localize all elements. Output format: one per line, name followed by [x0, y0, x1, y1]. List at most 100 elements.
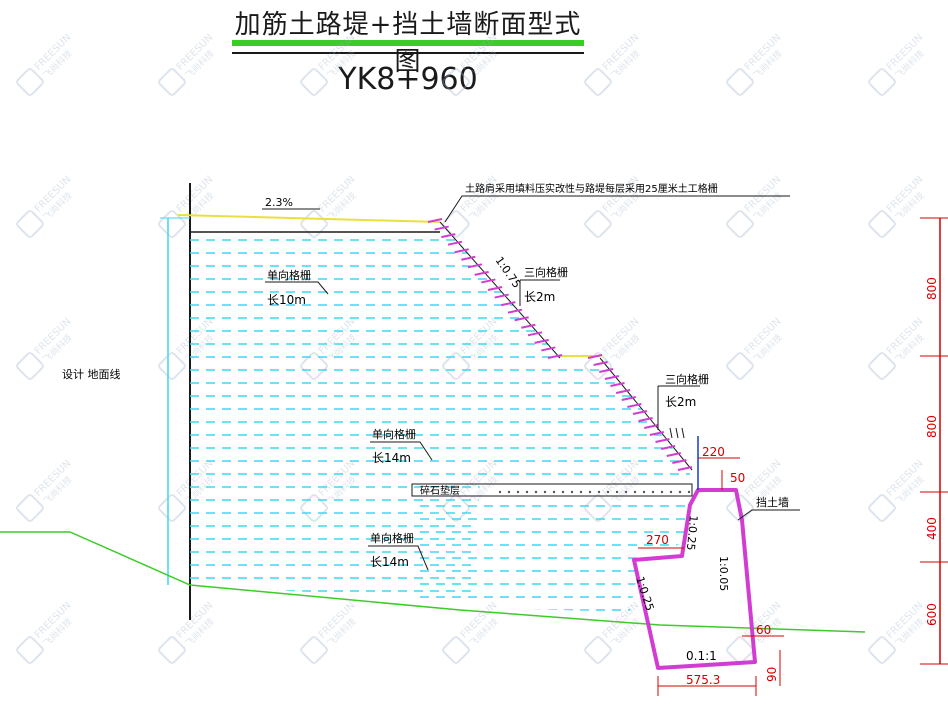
- slope-hatch-stroke: [627, 403, 642, 408]
- watermark-tile: FREESUN 飞尚科技: [726, 32, 785, 96]
- watermark-tile: FREESUN 飞尚科技: [300, 174, 359, 238]
- gravel-dot: [642, 490, 646, 494]
- watermark-tile: FREESUN 飞尚科技: [442, 316, 501, 380]
- slope-hatch-stroke: [610, 382, 625, 387]
- dim-60: 60: [756, 623, 771, 637]
- slope-hatch-stroke: [441, 233, 456, 239]
- watermark-tile: FREESUN 飞尚科技: [726, 316, 785, 380]
- grid-e-leader: [368, 545, 429, 571]
- top-note-leader: [444, 195, 790, 223]
- grid-d-length: 长14m: [372, 451, 411, 465]
- slope-hatch-stroke: [534, 338, 549, 344]
- grid-c-name: 三向格栅: [665, 372, 709, 386]
- slope-hatch-stroke: [454, 248, 469, 254]
- watermark-tile: FREESUN 飞尚科技: [300, 316, 359, 380]
- wall-name: 挡土墙: [756, 495, 789, 509]
- slope-hatch-stroke: [487, 286, 503, 291]
- right-dim-ticks: [920, 217, 948, 665]
- slope-hatch-stroke: [587, 354, 603, 359]
- base-slope-label: 0.1:1: [686, 649, 717, 663]
- dim-220: 220: [702, 445, 725, 459]
- slope-hatch-stroke: [547, 354, 563, 359]
- slope-hatch-stroke: [434, 225, 449, 231]
- grid-d-leader: [370, 441, 433, 461]
- grid-b-length: 长2m: [524, 290, 555, 304]
- slope-hatch-stroke: [632, 410, 648, 415]
- dim-270: 270: [646, 533, 669, 547]
- grid-e-name: 单向格栅: [370, 531, 414, 545]
- watermark-tile: FREESUN 飞尚科技: [16, 458, 75, 522]
- retaining-wall: [632, 488, 757, 670]
- right-dim-3: 400: [925, 517, 939, 540]
- slope-hatch-stroke: [655, 438, 670, 443]
- watermark-tile: FREESUN 飞尚科技: [16, 600, 75, 664]
- slope-face-hatch: [427, 218, 693, 471]
- gravel-dot: [516, 490, 520, 494]
- watermark-tile: FREESUN 飞尚科技: [300, 458, 359, 522]
- upper-slope-face: [439, 221, 561, 359]
- watermark-tile: FREESUN 飞尚科技: [442, 600, 501, 664]
- gravel-label: 碎石垫层: [420, 484, 460, 497]
- slope-hatch-stroke: [501, 301, 516, 307]
- dim-50: 50: [730, 471, 745, 485]
- watermark-tile: FREESUN 飞尚科技: [16, 174, 75, 238]
- wall-right-slope: 1:0.05: [717, 556, 730, 591]
- slope-hatch-stroke: [621, 396, 636, 401]
- watermark-tile: FREESUN 飞尚科技: [16, 32, 75, 96]
- grid-b-name: 三向格栅: [524, 265, 568, 279]
- slope-hatch-stroke: [514, 316, 529, 322]
- watermark-tile: FREESUN 飞尚科技: [726, 174, 785, 238]
- grid-a-name: 单向格栅: [267, 268, 311, 282]
- slope-hatch-stroke: [447, 240, 463, 246]
- slope-hatch-stroke: [604, 375, 620, 380]
- dim-575: 575.3: [686, 673, 720, 687]
- slope-hatch-stroke: [521, 323, 536, 329]
- ground-line: [0, 531, 866, 633]
- gravel-dot: [606, 490, 610, 494]
- section-station: YK8+960: [338, 62, 478, 97]
- watermark-tile: FREESUN 飞尚科技: [158, 32, 217, 96]
- slope-hatch-stroke: [677, 466, 693, 471]
- gravel-dot: [615, 490, 619, 494]
- gravel-dots: [498, 490, 691, 494]
- road-surface-line: [177, 214, 441, 223]
- gravel-dot: [687, 490, 691, 494]
- right-dim-4: 600: [925, 603, 939, 626]
- grid-d-name: 单向格栅: [372, 427, 416, 441]
- gravel-dot: [669, 490, 673, 494]
- watermark-tile: FREESUN 飞尚科技: [868, 32, 927, 96]
- slope-hatch-stroke: [541, 346, 556, 352]
- gravel-dot: [498, 490, 502, 494]
- dim-90: 90: [765, 667, 779, 682]
- gravel-dot: [633, 490, 637, 494]
- slope-hatch-stroke: [494, 293, 509, 299]
- gravel-dot: [651, 490, 655, 494]
- gravel-dot: [507, 490, 511, 494]
- watermark-tile: FREESUN 飞尚科技: [868, 174, 927, 238]
- watermark-tile: FREESUN 飞尚科技: [584, 32, 643, 96]
- gravel-dot: [534, 490, 538, 494]
- slope-hatch-stroke: [615, 389, 631, 394]
- right-dim-2: 800: [925, 415, 939, 438]
- slope-hatch-stroke: [644, 424, 659, 429]
- slope-hatch-stroke: [666, 452, 681, 457]
- grid-c-ticks: [669, 427, 685, 439]
- slope-hatch-stroke: [527, 331, 543, 337]
- slope-hatch-stroke: [481, 278, 496, 284]
- top-elevation-label: 2.3%: [265, 196, 293, 209]
- gravel-dot: [624, 490, 628, 494]
- watermark-tile: FREESUN 飞尚科技: [868, 316, 927, 380]
- slope-hatch-stroke: [672, 459, 687, 464]
- upper-slope-ratio: 1:0.75: [493, 254, 524, 290]
- grid-c-length: 长2m: [665, 395, 696, 409]
- watermark-tile: FREESUN 飞尚科技: [300, 32, 359, 96]
- gravel-dot: [552, 490, 556, 494]
- watermark-tile: FREESUN 飞尚科技: [868, 458, 927, 522]
- title-underline-black: [232, 52, 584, 54]
- grid-e-length: 长14m: [370, 555, 409, 569]
- slope-hatch-stroke: [507, 308, 523, 314]
- slope-hatch-stroke: [427, 218, 443, 223]
- reference-line-label: 设计 地面线: [62, 367, 121, 381]
- gravel-layer: [411, 483, 693, 497]
